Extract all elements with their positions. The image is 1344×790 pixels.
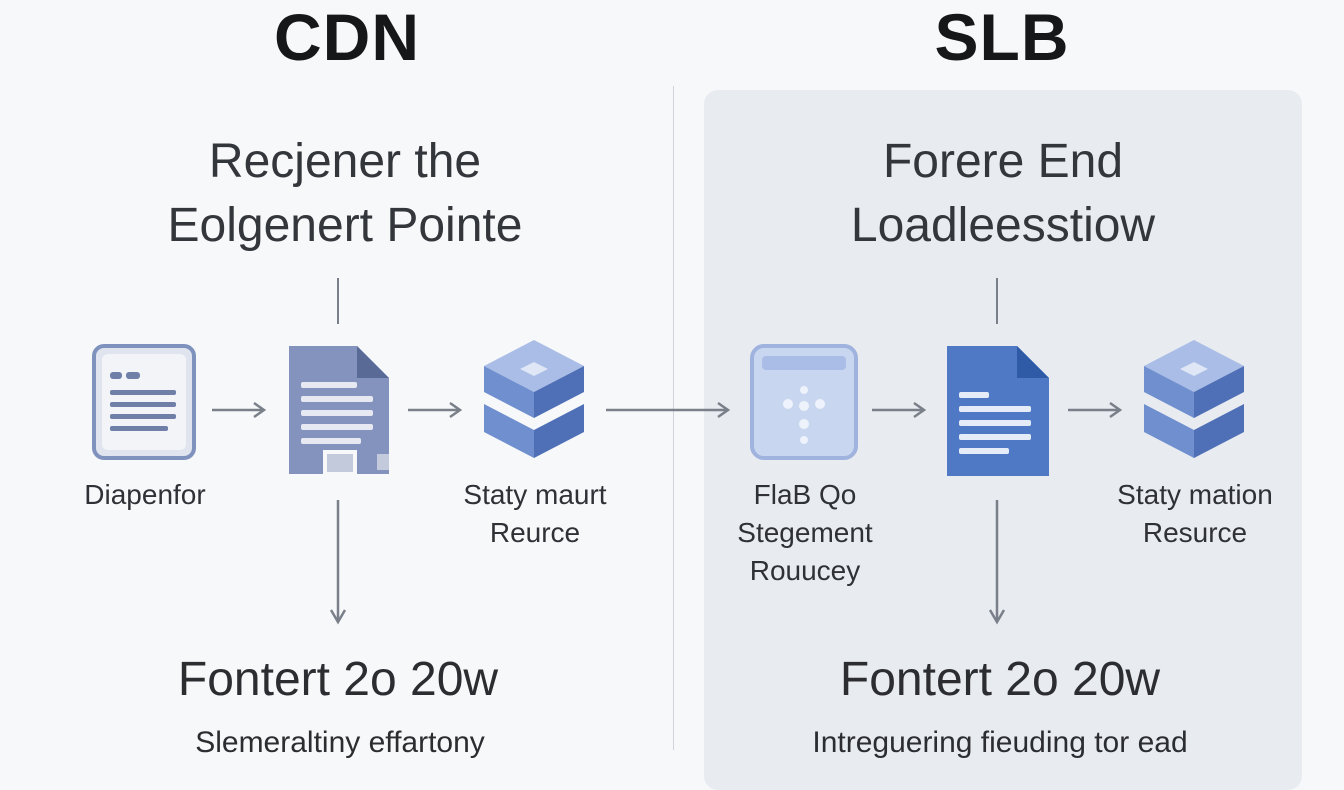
cdn-subtitle-line-2: Eolgenert Pointe xyxy=(167,199,523,252)
arrow-right-icon xyxy=(872,401,927,419)
label-line: FlaB Qo xyxy=(753,479,857,510)
slb-connector-top xyxy=(996,278,998,324)
label-line: Resurce xyxy=(1142,517,1248,548)
cdn-footer-text: Slemeraltiny effartony xyxy=(195,726,485,759)
label-line: Staty maurt xyxy=(463,479,607,510)
arrow-down-icon xyxy=(988,500,1006,625)
slb-subtitle-line-1: Forere End xyxy=(882,135,1124,188)
file-copy-icon xyxy=(289,346,389,476)
label-line: Staty mation xyxy=(1117,479,1273,510)
arrow-down-icon xyxy=(329,500,347,625)
cdn-footer-title: Fontert 2o 20w xyxy=(177,653,499,706)
cdn-node-3-label: Staty maurt Reurce xyxy=(420,476,650,552)
label-line: Rouucey xyxy=(749,555,861,586)
server-cube-icon xyxy=(1144,340,1244,458)
slb-footer-title: Fontert 2o 20w xyxy=(839,653,1161,706)
server-cube-icon xyxy=(484,340,584,458)
cdn-subtitle: Recjener the Eolgenert Pointe xyxy=(40,130,650,258)
cdn-heading: CDN xyxy=(274,0,420,74)
arrow-right-icon xyxy=(1068,401,1123,419)
load-balancer-icon xyxy=(750,344,858,460)
cdn-subtitle-line-1: Recjener the xyxy=(208,135,482,188)
slb-footer-text: Intreguering fieuding tor ead xyxy=(812,726,1188,759)
file-icon xyxy=(947,346,1049,476)
document-window-icon xyxy=(92,344,196,460)
label-line: Diapenfor xyxy=(84,479,206,510)
label-line: Reurce xyxy=(489,517,581,548)
cdn-connector-top xyxy=(337,278,339,324)
slb-node-3-label: Staty mation Resurce xyxy=(1080,476,1310,552)
slb-subtitle: Forere End Loadleesstiow xyxy=(704,130,1302,258)
label-line: Stegement xyxy=(737,517,873,548)
slb-heading: SLB xyxy=(934,0,1070,74)
slb-node-1-label: FlaB Qo Stegement Rouucey xyxy=(690,476,920,590)
arrow-right-icon xyxy=(212,401,267,419)
arrow-right-icon xyxy=(408,401,463,419)
slb-subtitle-line-2: Loadleesstiow xyxy=(850,199,1156,252)
section-divider xyxy=(673,86,674,750)
arrow-right-icon xyxy=(606,401,731,419)
cdn-node-1-label: Diapenfor xyxy=(20,476,270,514)
